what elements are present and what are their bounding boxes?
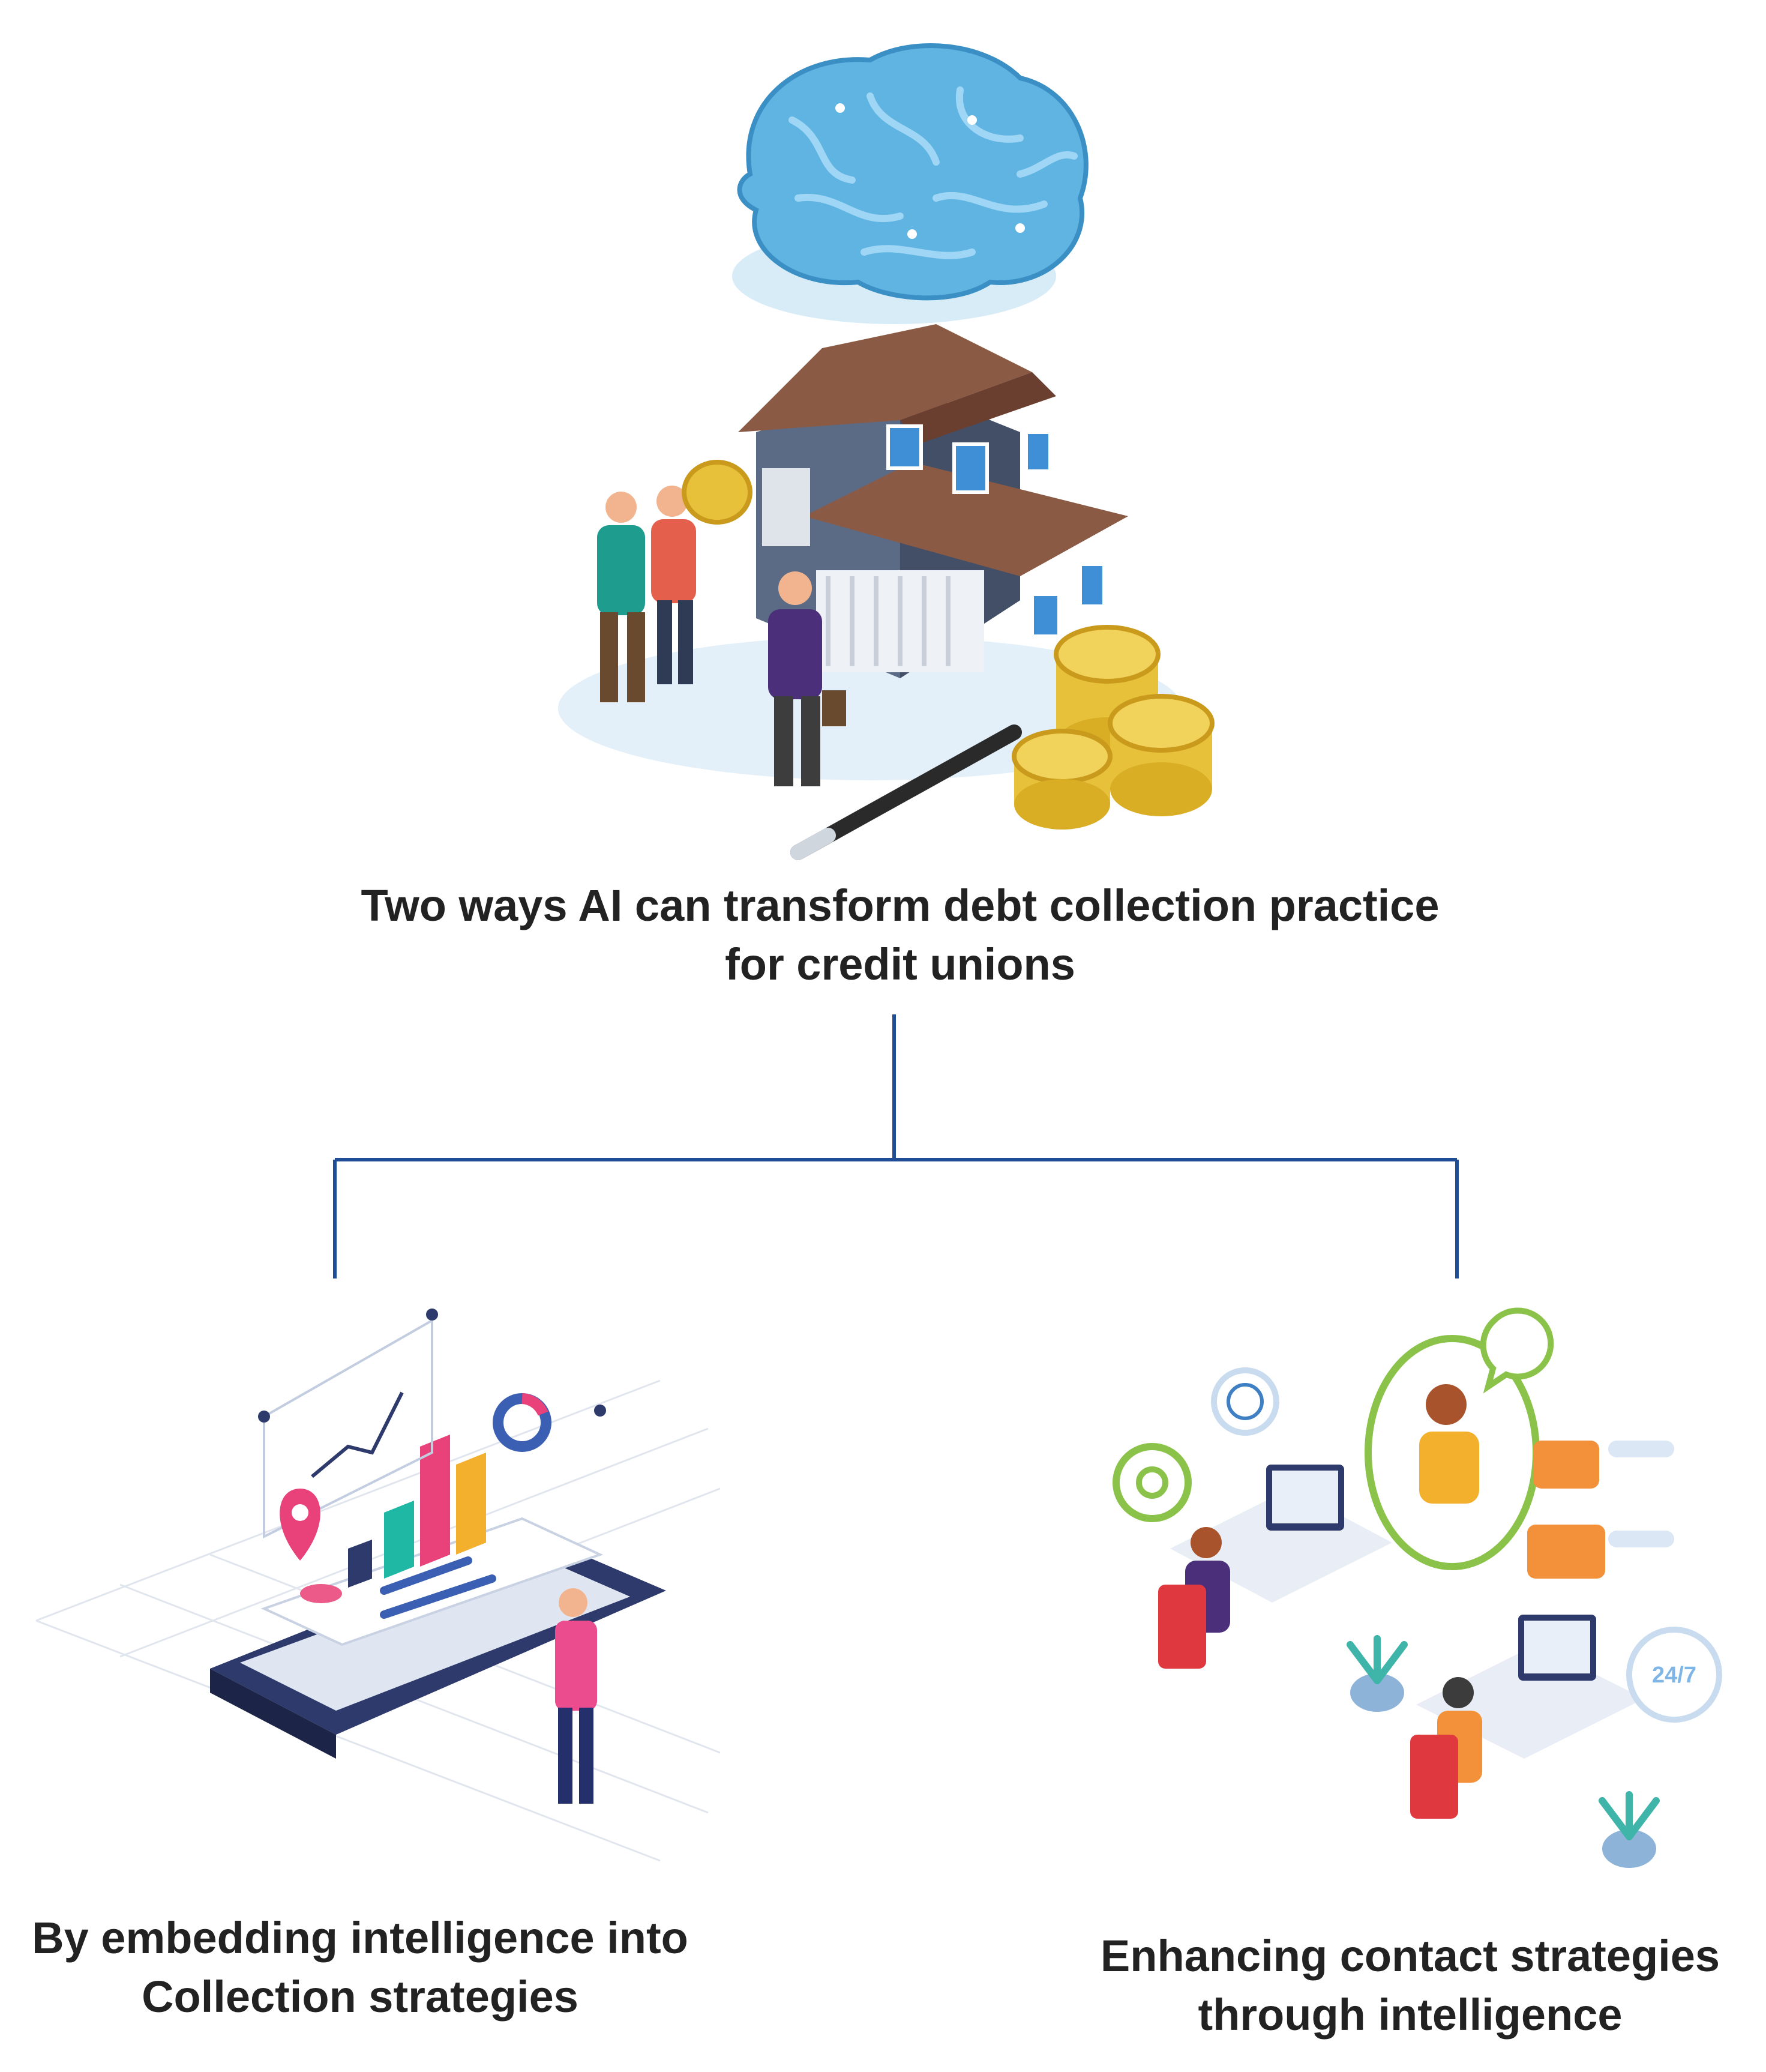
pen-icon [790,724,1022,860]
coins-icon [682,460,1215,830]
brain-icon [732,43,1089,324]
analytics-dashboard-icon [35,1309,721,1862]
people-icon [597,486,846,786]
branch-caption-right: Enhancing contact strategies through int… [1100,1931,1720,2040]
tree-connector [333,1014,1459,1278]
page-title: Two ways AI can transform debt collectio… [361,881,1440,989]
branch-caption-left: By embedding intelligence into Collectio… [32,1913,688,2022]
contact-center-icon [1113,1307,1722,1868]
badge-247: 24/7 [1652,1663,1696,1688]
